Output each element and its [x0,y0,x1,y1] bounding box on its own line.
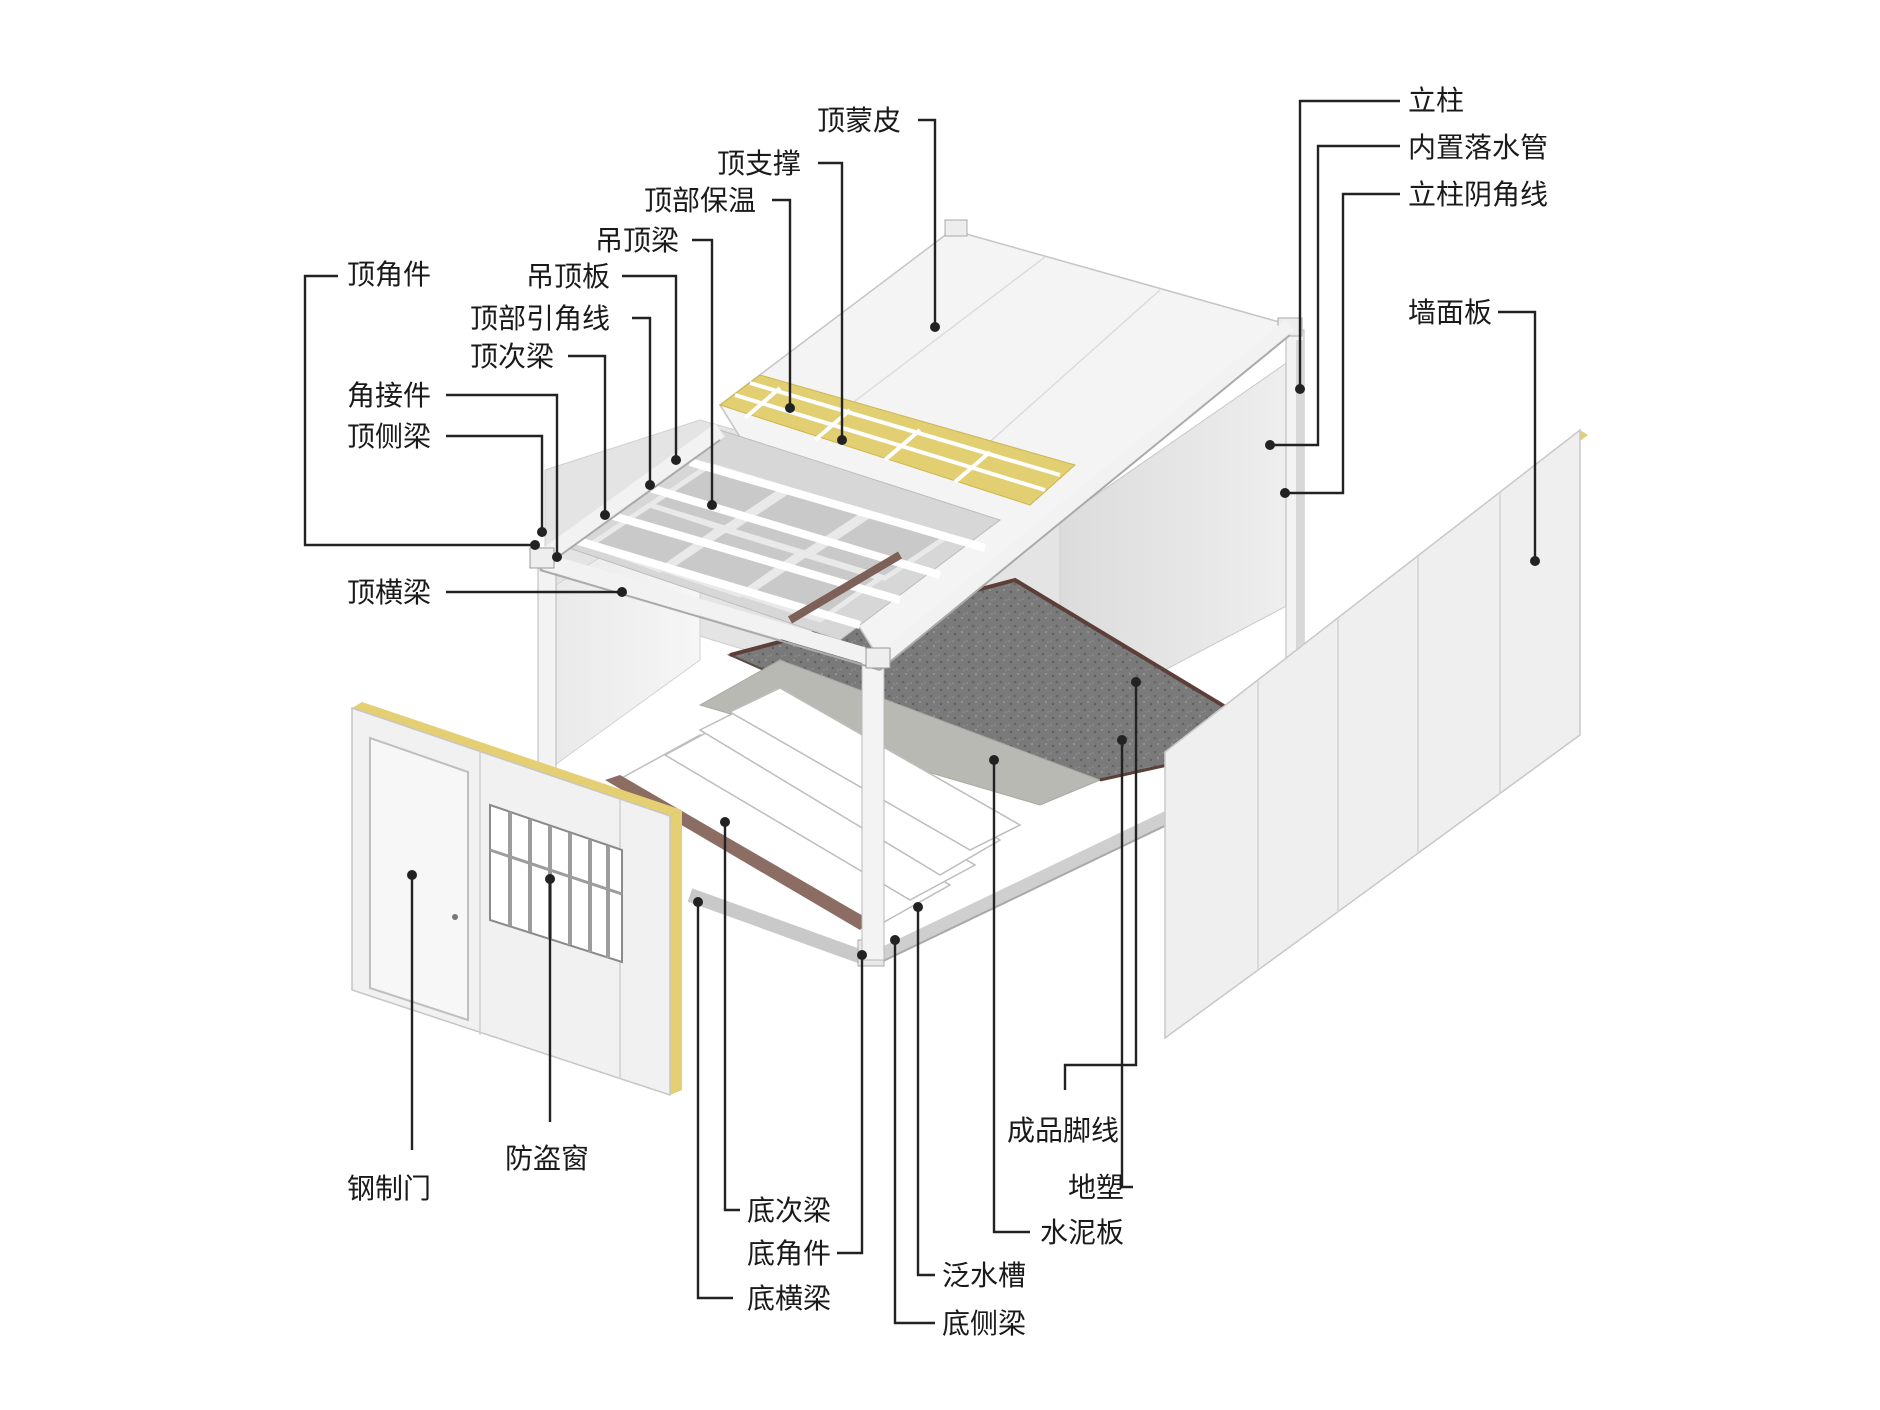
label-top-skin: 顶蒙皮 [817,104,901,137]
label-built-in-downpipe: 内置落水管 [1408,131,1548,164]
label-top-insulation: 顶部保温 [644,184,756,217]
label-cement-board: 水泥板 [1040,1216,1124,1249]
top-side-beam-front [537,552,883,668]
label-top-side-beam: 顶侧梁 [347,420,431,453]
leader-lines [303,99,1540,1325]
top-cross-beam [535,423,725,567]
label-flashing-gutter: 泛水槽 [942,1259,1026,1292]
front-wall-panel [351,702,682,1097]
label-bottom-cross-beam: 底横梁 [747,1282,831,1315]
label-security-window: 防盗窗 [505,1142,589,1175]
top-side-beam-right-edge [879,334,1291,671]
top-side-beam-right [875,319,1295,666]
label-steel-door: 钢制门 [347,1172,431,1205]
label-wall-panel: 墙面板 [1408,296,1492,329]
top-corner-back [944,219,968,237]
label-top-brace: 顶支撑 [717,147,801,180]
top-brace-grid [734,381,1061,492]
top-cross-beam-edge [539,439,721,571]
column-back-right-inner [1296,340,1304,750]
label-top-cross-beam: 顶横梁 [347,576,431,609]
bottom-frame-left [687,888,873,967]
label-top-corner-fitting: 顶角件 [347,258,431,291]
steel-door-shape [369,736,469,1022]
label-corner-connector: 角接件 [347,379,431,412]
label-bottom-secondary-beam: 底次梁 [747,1194,831,1227]
label-bottom-corner-fitting: 底角件 [747,1237,831,1270]
label-column: 立柱 [1408,84,1464,117]
labels: 顶蒙皮 顶支撑 顶部保温 吊顶梁 吊顶板 顶部引角线 顶次梁 顶角件 角接件 顶… [347,84,1548,1340]
label-top-secondary-beam: 顶次梁 [470,340,554,373]
top-corner-front-right [865,647,891,669]
label-top-trim: 顶部引角线 [470,302,610,335]
label-column-corner-trim: 立柱阴角线 [1408,178,1548,211]
label-skirting-line: 成品脚线 [1007,1114,1119,1147]
top-corner-front-left [529,547,555,569]
label-ceiling-beam: 吊顶梁 [595,224,679,257]
label-vinyl-floor: 地塑 [1068,1171,1124,1204]
top-side-beam-front-edge [539,569,881,671]
column-front-right [861,659,885,961]
label-bottom-side-beam: 底侧梁 [942,1307,1026,1340]
ceiling-beam-dark [787,551,903,624]
side-wall-panel [1164,428,1588,1040]
label-ceiling-panel: 吊顶板 [526,260,610,293]
